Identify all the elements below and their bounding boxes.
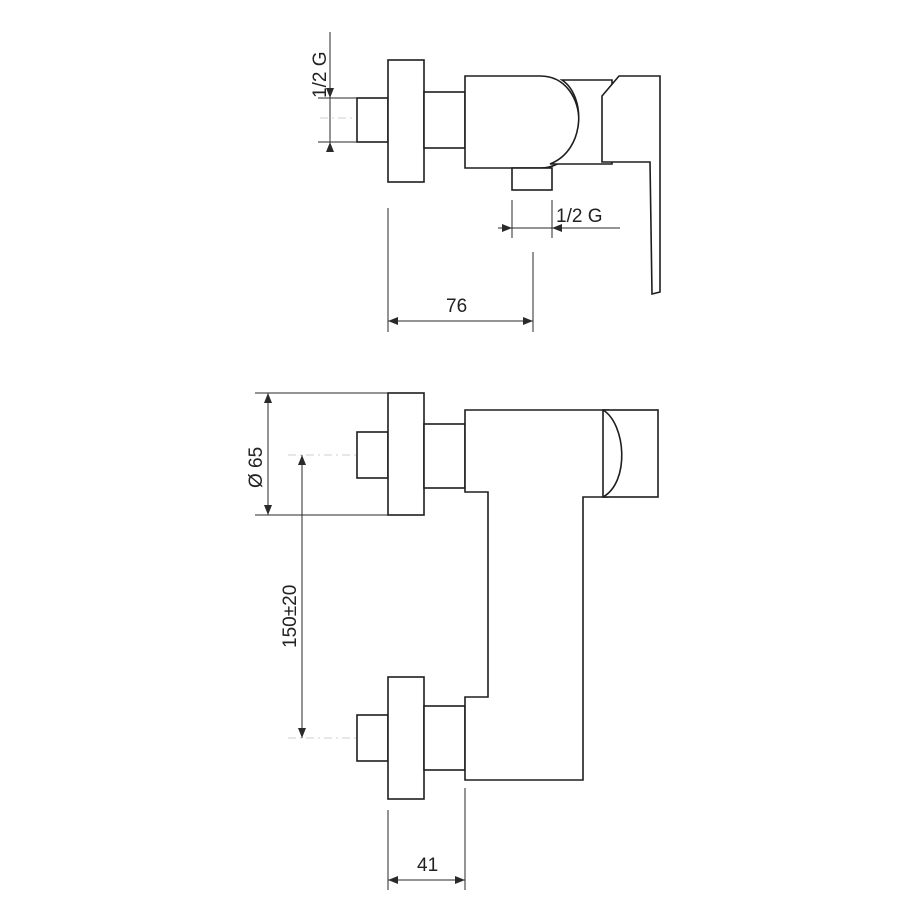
front-lower-inlet-stub (356, 714, 389, 762)
dim-diameter-label: Ø 65 (246, 447, 267, 488)
side-handle-lever (601, 75, 661, 296)
dim-outlet-thread: 1/2 G (498, 200, 620, 238)
front-upper-connector-pipe (423, 423, 466, 489)
dim-depth: 76 (387, 208, 534, 332)
dim-outlet-thread-label: 1/2 G (556, 206, 602, 227)
front-upper-inlet-stub (356, 431, 389, 479)
front-mixer-body (464, 409, 609, 781)
front-lower-escutcheon (387, 676, 425, 800)
dim-center-distance: 150±20 (280, 455, 306, 738)
dim-center-distance-label: 150±20 (280, 585, 301, 648)
side-escutcheon (387, 59, 425, 183)
side-mixer-body (464, 75, 580, 169)
dim-wall-offset: 41 (387, 788, 466, 890)
dim-top-inlet-thread: 1/2 G (310, 32, 357, 152)
dim-depth-label: 76 (446, 296, 467, 317)
side-inlet-stub (356, 97, 389, 143)
dim-diameter: Ø 65 (246, 392, 388, 516)
side-view (320, 59, 661, 296)
side-connector-pipe (423, 91, 466, 149)
front-handle (602, 409, 659, 498)
dim-top-inlet-thread-label: 1/2 G (310, 52, 331, 98)
front-upper-escutcheon (387, 392, 425, 516)
front-handle-curve (602, 409, 623, 498)
dim-wall-offset-label: 41 (417, 855, 438, 876)
front-view (288, 392, 659, 800)
side-outlet-nipple (511, 167, 553, 191)
front-lower-connector-pipe (423, 705, 466, 771)
side-handle-bridge (549, 79, 613, 165)
